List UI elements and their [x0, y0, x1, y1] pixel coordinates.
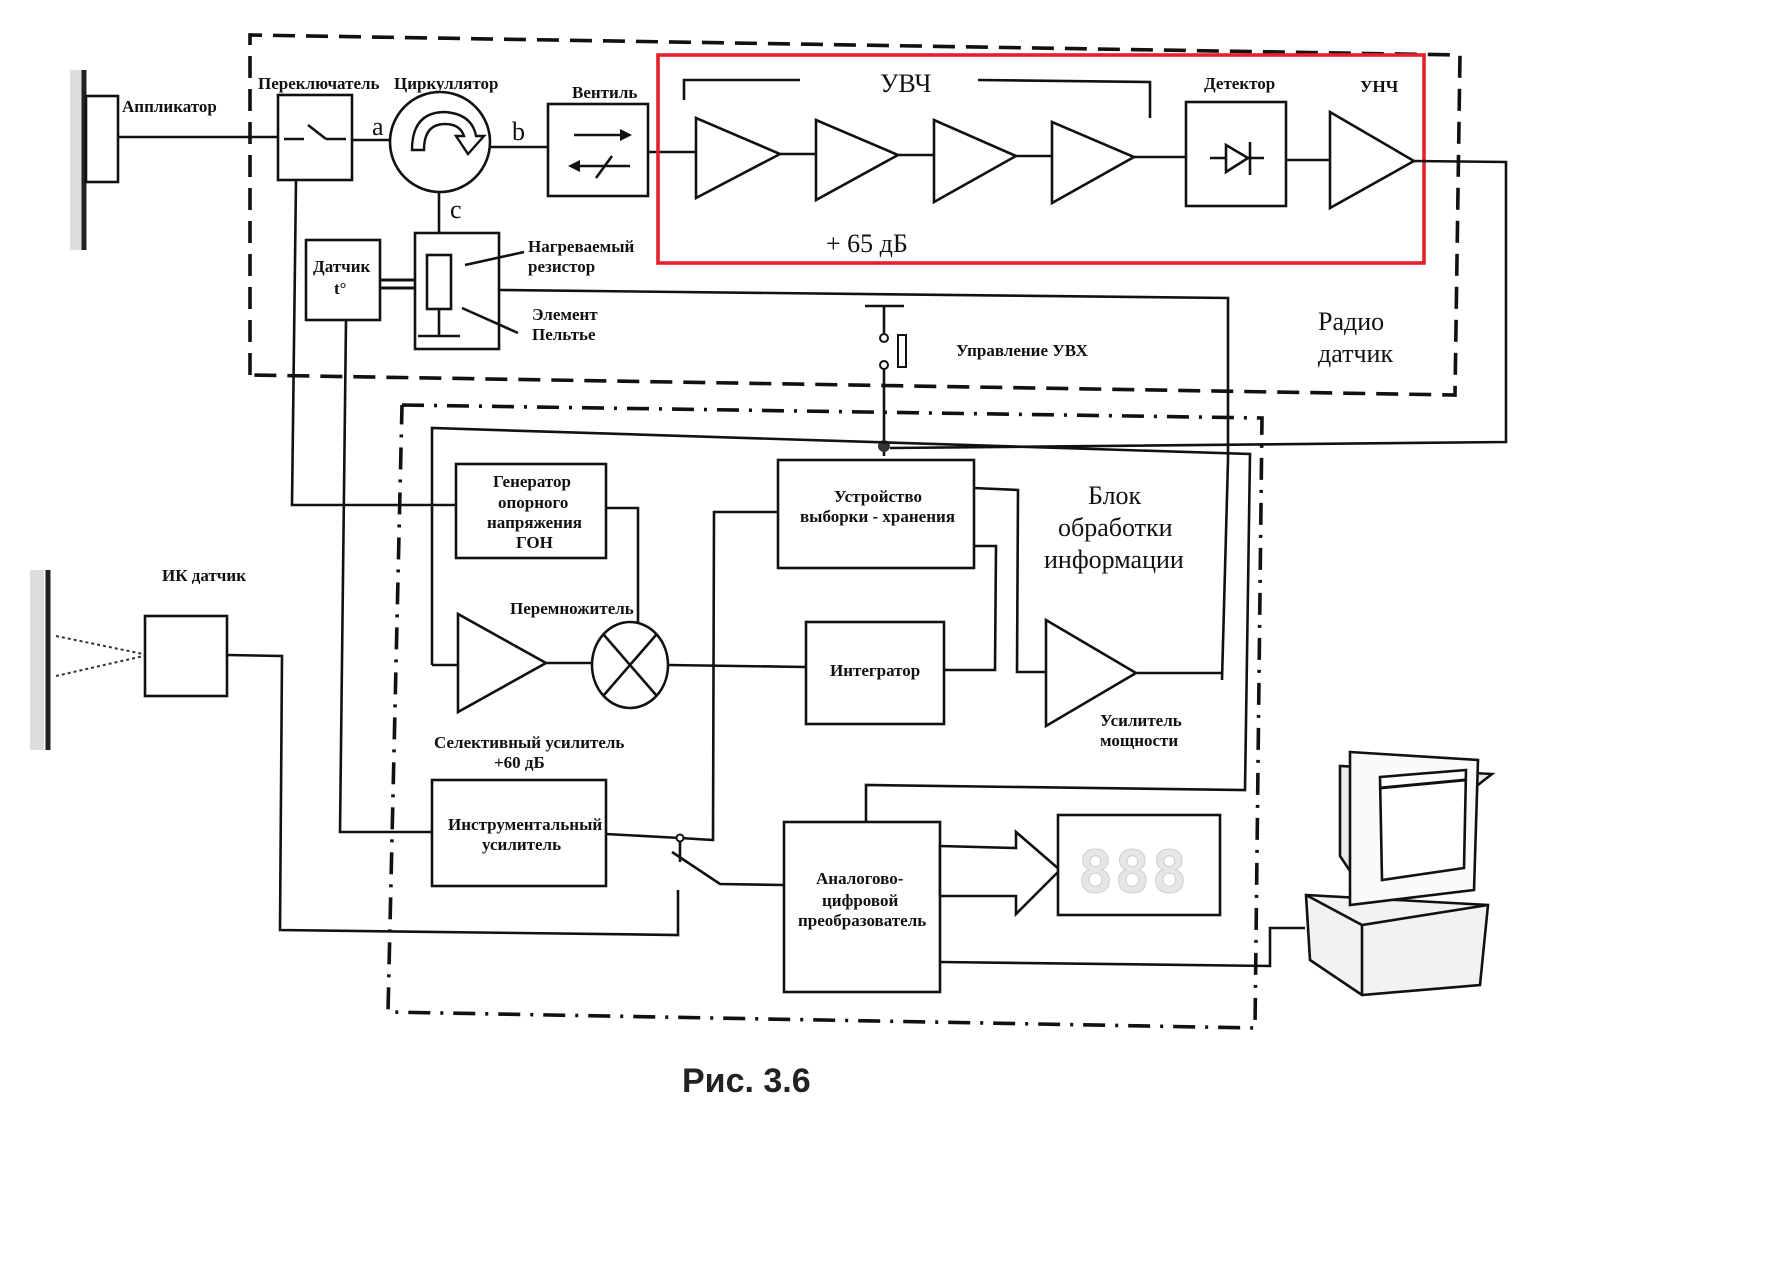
lf-amp-label: УНЧ	[1360, 77, 1399, 96]
selector-switch-arm	[671, 850, 785, 887]
ir-beam-lower	[55, 654, 149, 677]
wire-multiplier-integrator	[667, 663, 807, 669]
instr-amp-label-2: усилитель	[482, 835, 561, 854]
wire-peltier-control	[498, 288, 1230, 681]
wire-adc-computer	[939, 926, 1305, 968]
ref-gen-label-1: Генератор	[493, 472, 571, 491]
control-relay	[897, 334, 907, 368]
switch-block	[276, 93, 354, 182]
wire-samplehold-poweramp	[973, 486, 1046, 674]
selector-contact	[675, 833, 685, 843]
adc-label-2: цифровой	[822, 891, 898, 910]
processing-title-2: обработки	[1058, 513, 1173, 542]
port-a-label: a	[372, 112, 384, 141]
peltier-label-2: Пельтье	[532, 325, 596, 344]
tissue-surface-top	[70, 70, 87, 250]
isolator-arrows-icon	[568, 129, 632, 179]
hf-amp-stage-3	[932, 118, 1019, 205]
switch-icon	[284, 123, 346, 141]
radio-sensor-label-2: датчик	[1318, 339, 1393, 368]
wire-inner-loop	[430, 426, 1252, 822]
processing-block-boundary	[386, 403, 1264, 1030]
heated-resistor	[425, 253, 453, 311]
hf-amp-stage-2	[814, 118, 901, 203]
control-contact-2	[879, 360, 889, 370]
integrator-block	[804, 620, 946, 726]
sample-hold-label-2: выборки - хранения	[800, 507, 955, 526]
detector-label: Детектор	[1204, 74, 1275, 93]
ir-sensor-block	[143, 614, 229, 698]
display-digits: 888	[1078, 838, 1189, 906]
sample-hold-label-1: Устройство	[834, 487, 922, 506]
isolator-block	[546, 102, 650, 198]
power-amp-label-2: мощности	[1100, 731, 1178, 750]
diode-icon	[1210, 142, 1264, 175]
tissue-surface-ir	[30, 570, 51, 750]
figure-caption: Рис. 3.6	[682, 1062, 811, 1100]
ir-sensor-label: ИК датчик	[162, 566, 246, 585]
wire-lf-output	[889, 159, 1508, 450]
temp-sensor-label-1: Датчик	[313, 257, 370, 276]
processing-title-3: информации	[1044, 545, 1184, 574]
reference-generator-block	[454, 462, 608, 560]
circular-arrow-icon	[410, 110, 487, 156]
leader-heated-resistor	[464, 250, 525, 267]
temp-sensor-label-2: t°	[334, 279, 346, 298]
control-contact-1	[879, 333, 889, 343]
highlight-box	[656, 53, 1426, 265]
wire-instr-out	[605, 832, 681, 840]
wire-samplehold-integrator	[944, 544, 998, 672]
isolator-label: Вентиль	[572, 83, 637, 102]
radio-sensor-label-1: Радио	[1318, 307, 1384, 336]
port-c-label: c	[450, 195, 462, 224]
heated-resistor-label-1: Нагреваемый	[528, 237, 635, 256]
wire-tempsensor-instr	[338, 319, 432, 834]
hf-bracket-left	[682, 78, 800, 100]
temp-sensor-block	[304, 238, 382, 322]
wire-switch-refgen	[290, 179, 456, 507]
uvx-control-label: Управление УВХ	[956, 341, 1089, 360]
selective-amp-label-1: Селективный усилитель	[434, 733, 624, 752]
multiply-cross-icon	[603, 634, 657, 696]
power-amp-label-1: Усилитель	[1100, 711, 1182, 730]
ir-beam-upper	[55, 635, 149, 656]
radio-sensor-boundary	[248, 33, 1462, 397]
adc-block	[782, 820, 942, 994]
selective-amp-label-2: +60 дБ	[494, 753, 545, 772]
instr-amp-label-1: Инструментальный	[448, 815, 602, 834]
applicator-block	[84, 94, 120, 184]
applicator-label: Аппликатор	[122, 97, 217, 116]
hf-amp-stage-1	[694, 116, 784, 201]
processing-title-1: Блок	[1088, 481, 1142, 510]
switch-label: Переключатель	[258, 74, 380, 93]
heated-resistor-label-2: резистор	[528, 257, 595, 276]
hf-amp-stage-4	[1050, 120, 1137, 206]
wire-samplehold-instr	[679, 510, 778, 842]
adc-display-arrow	[938, 829, 1062, 918]
wire-ir-selector	[226, 653, 680, 937]
peltier-label-1: Элемент	[532, 305, 598, 324]
ref-gen-label-2: опорного	[498, 493, 568, 512]
hf-gain-label: + 65 дБ	[826, 229, 908, 258]
adc-label-1: Аналогово-	[816, 869, 904, 888]
hf-amp-label: УВЧ	[880, 69, 931, 98]
computer-icon	[1304, 750, 1496, 997]
selective-amp	[456, 611, 549, 715]
ref-gen-label-3: напряжения	[487, 513, 582, 532]
leader-peltier	[461, 306, 519, 335]
power-amp	[1044, 617, 1139, 729]
lf-amp	[1328, 109, 1417, 211]
multiplier-label: Перемножитель	[510, 599, 634, 618]
adc-label-3: преобразователь	[798, 911, 926, 930]
wire-refgen-multiplier	[606, 506, 640, 632]
sample-hold-block	[776, 458, 976, 570]
circulator-label: Циркуллятор	[394, 74, 498, 93]
digital-display	[1056, 813, 1222, 917]
port-b-label: b	[512, 117, 525, 146]
integrator-label: Интегратор	[830, 661, 920, 680]
ref-gen-label-4: ГОН	[516, 533, 553, 552]
hf-bracket-right	[977, 78, 1152, 118]
